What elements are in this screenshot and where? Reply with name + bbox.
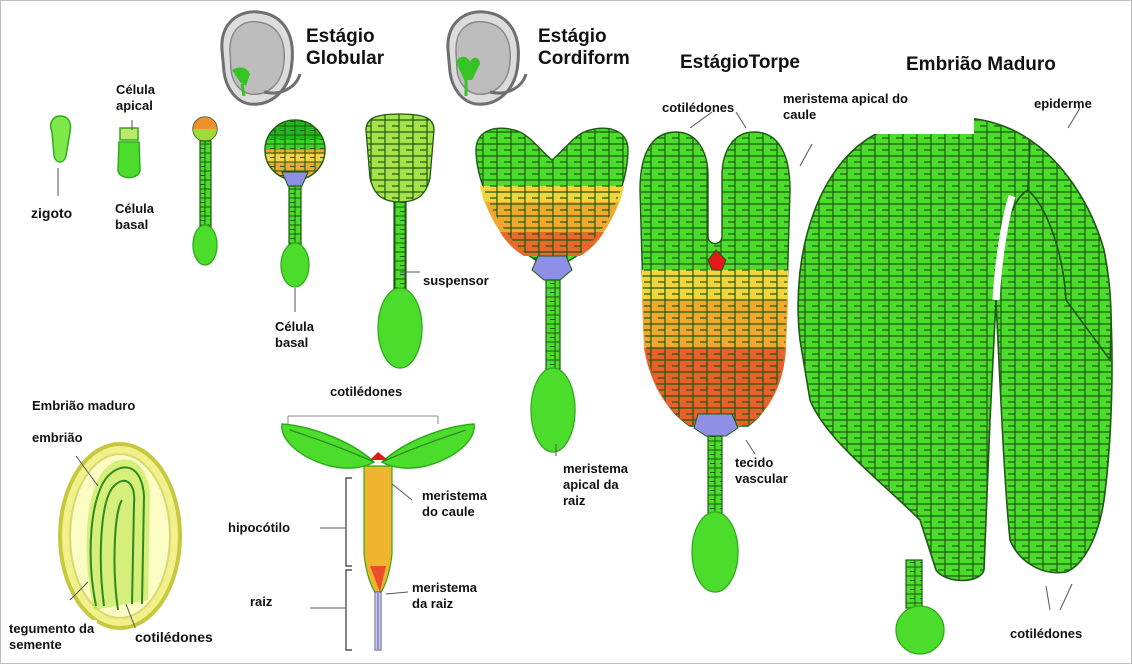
label-embryo: embrião [32,430,83,446]
stage-title-mature: Embrião Maduro [906,54,1056,76]
label-epidermis: epiderme [1034,96,1092,112]
two-cell-figure [118,128,140,178]
label-mature-embryo-seed: Embrião maduro [32,398,135,414]
torpedo-stage-embryo [640,112,812,592]
late-globular-embryo [366,114,434,368]
ovule-icon-cordiform [448,12,526,104]
ovule-icon-globular [222,12,300,104]
label-root: raiz [250,594,272,610]
mature-embryo [798,108,1112,654]
label-cotyledons-bottom: cotilédones [1010,626,1082,642]
label-suspensor: suspensor [420,272,492,290]
stage-title-torpedo: EstágioTorpe [680,52,800,74]
heart-stage-embryo [476,128,628,452]
seed-cross-section [60,444,180,630]
seedling-figure [282,416,474,650]
early-proembryo [193,117,217,265]
label-cotyledons-seedling: cotilédones [330,384,402,400]
label-zygote: zigoto [28,204,75,222]
label-hypocotyl: hipocótilo [228,520,290,536]
label-cotyledons-top: cotilédones [662,100,734,116]
globular-embryo [265,120,325,312]
label-cotyledons-seed: cotilédones [132,628,216,646]
zygote-figure [51,116,71,196]
